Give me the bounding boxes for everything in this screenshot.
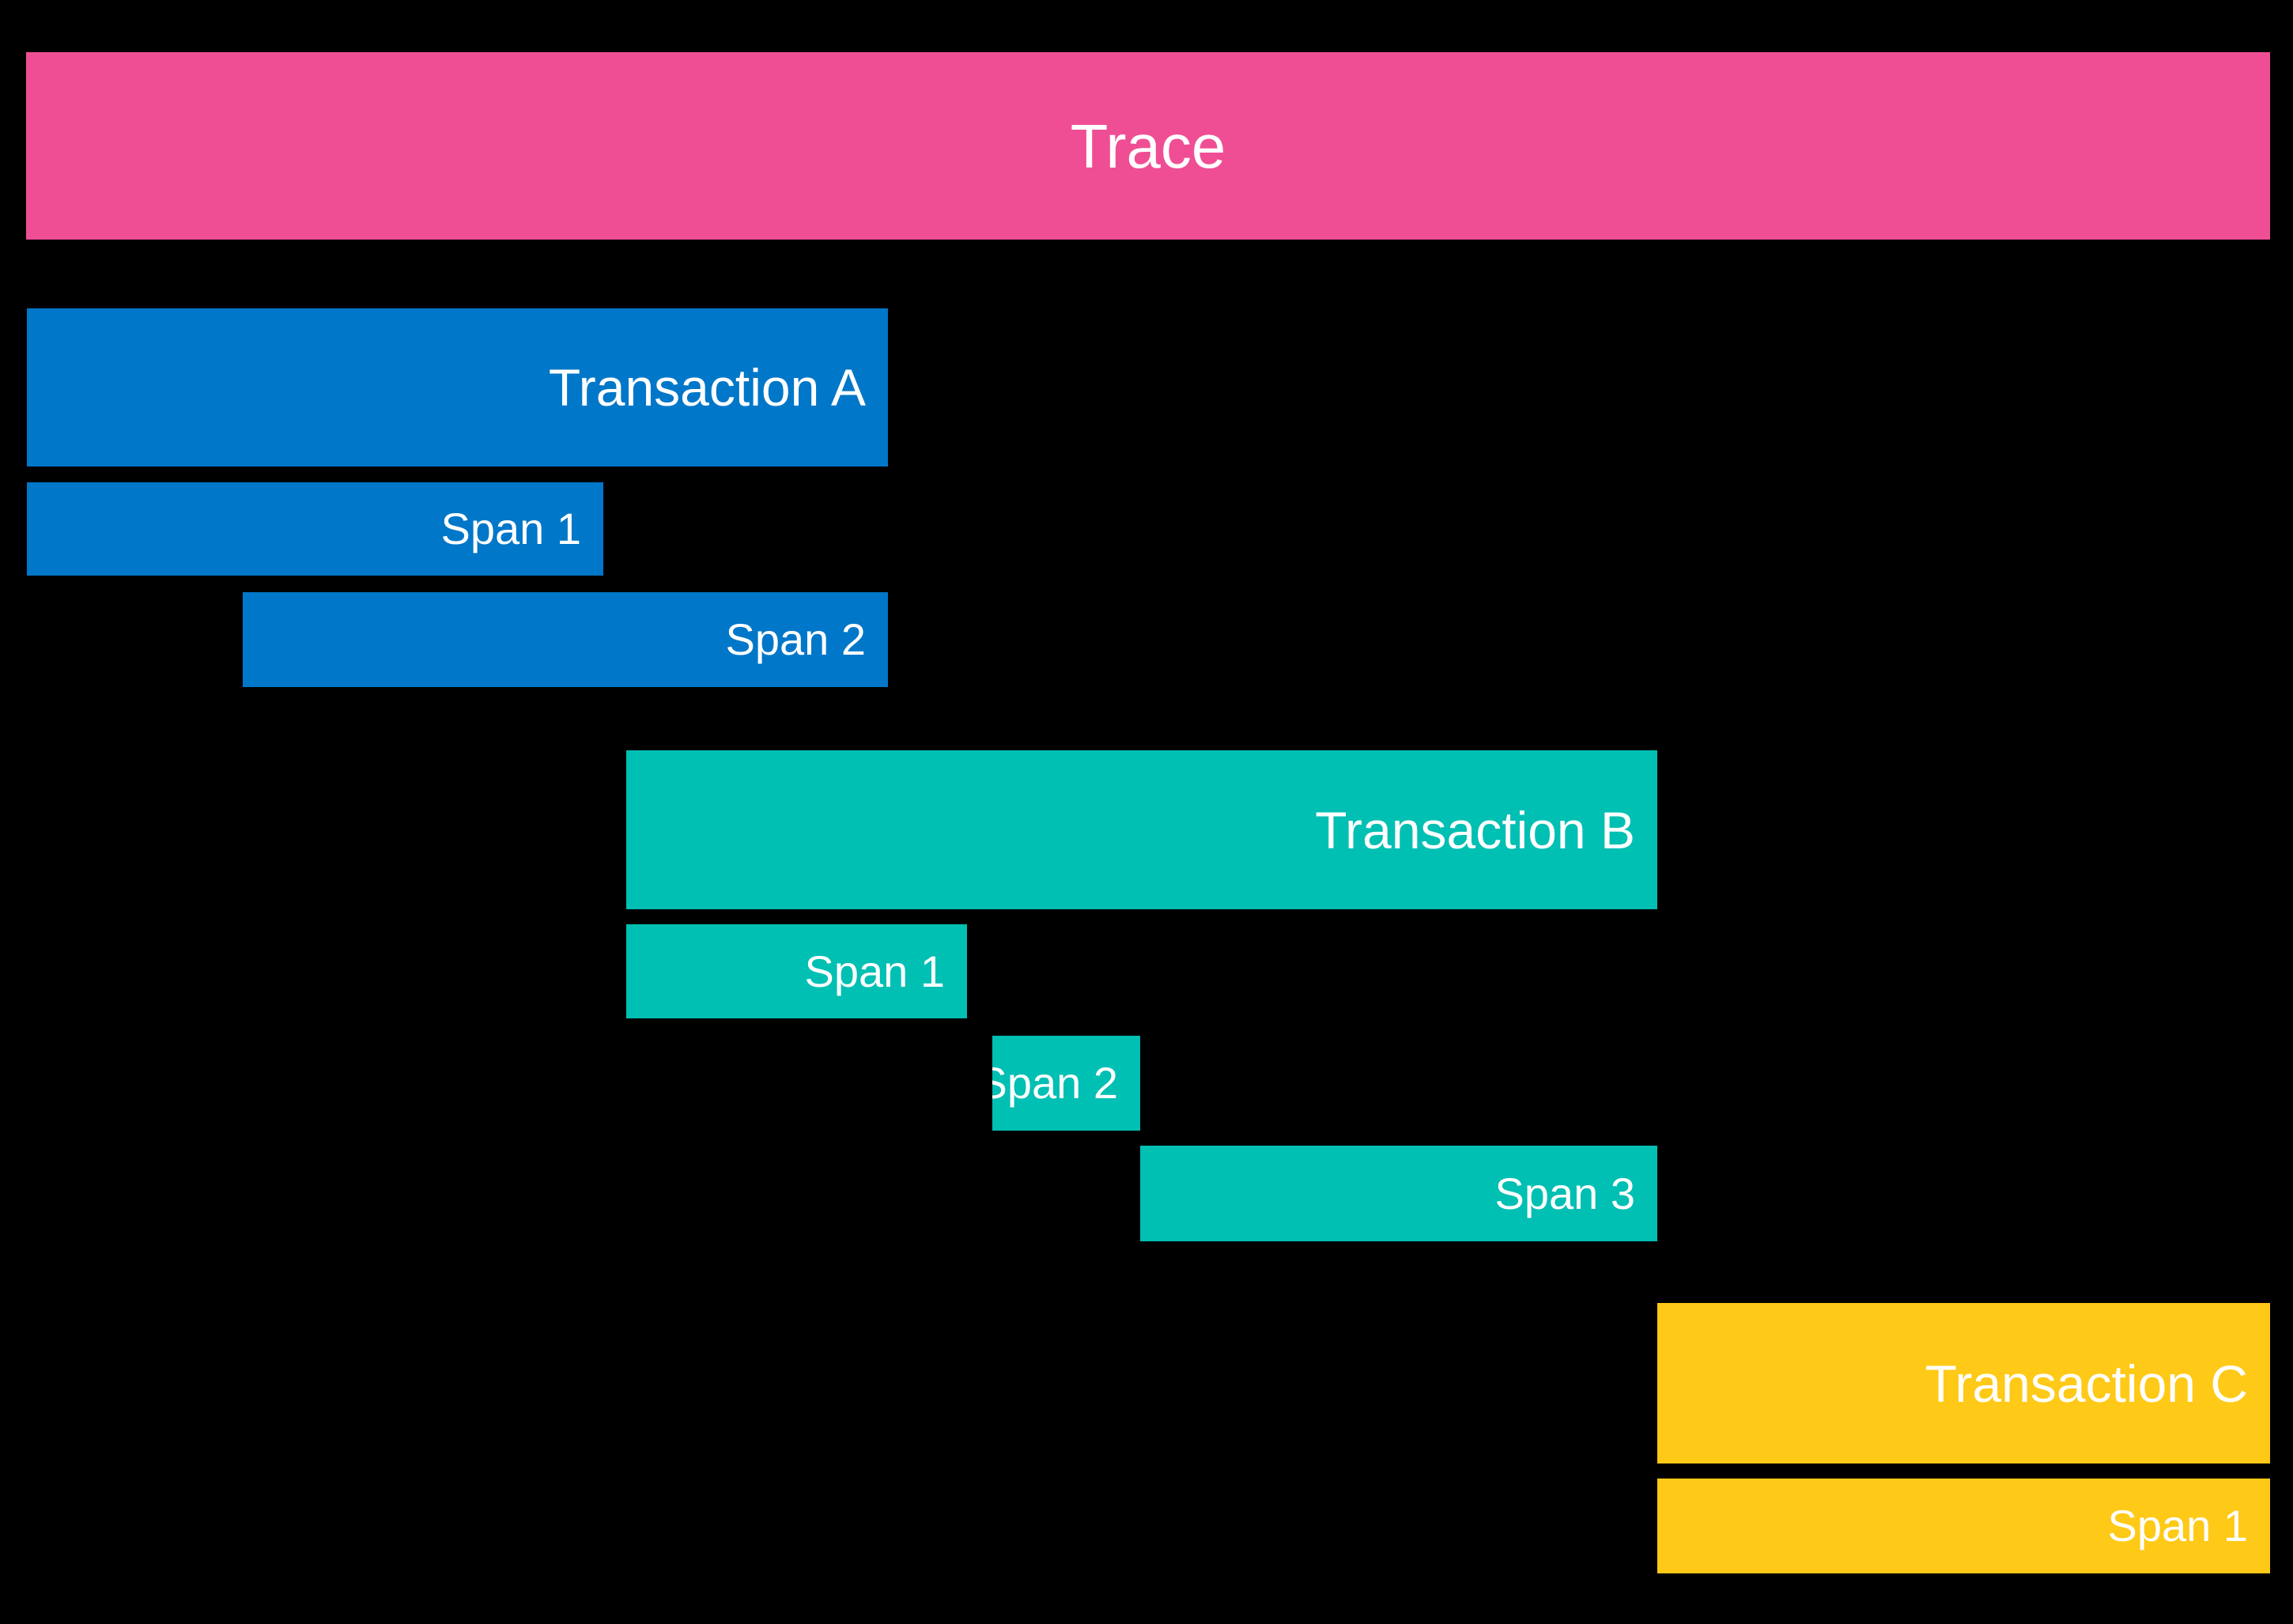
transaction-c-bar: Transaction C bbox=[1657, 1303, 2270, 1463]
transaction-b-span-2-label: Span 2 bbox=[992, 1058, 1118, 1108]
transaction-b-span-1-label: Span 1 bbox=[804, 946, 946, 996]
transaction-c-span-1-label: Span 1 bbox=[2107, 1501, 2249, 1550]
transaction-b-bar: Transaction B bbox=[626, 750, 1657, 909]
transaction-a-bar: Transaction A bbox=[27, 308, 888, 466]
transaction-b-label: Transaction B bbox=[1315, 800, 1635, 859]
transaction-b-span-1-bar: Span 1 bbox=[626, 924, 967, 1018]
transaction-b-span-2-bar: Span 2 bbox=[992, 1036, 1140, 1131]
trace-bar: Trace bbox=[26, 52, 2270, 240]
transaction-a-span-1-label: Span 1 bbox=[440, 504, 582, 553]
transaction-b-span-3-bar: Span 3 bbox=[1140, 1146, 1657, 1241]
transaction-a-label: Transaction A bbox=[548, 358, 866, 417]
trace-bar-label: Trace bbox=[1070, 111, 1226, 181]
transaction-b-span-3-label: Span 3 bbox=[1494, 1168, 1636, 1218]
transaction-a-span-2-label: Span 2 bbox=[725, 614, 867, 664]
transaction-c-label: Transaction C bbox=[1925, 1354, 2248, 1413]
transaction-a-span-2-bar: Span 2 bbox=[243, 592, 888, 687]
transaction-a-span-1-bar: Span 1 bbox=[27, 482, 603, 576]
transaction-c-span-1-bar: Span 1 bbox=[1657, 1479, 2270, 1573]
